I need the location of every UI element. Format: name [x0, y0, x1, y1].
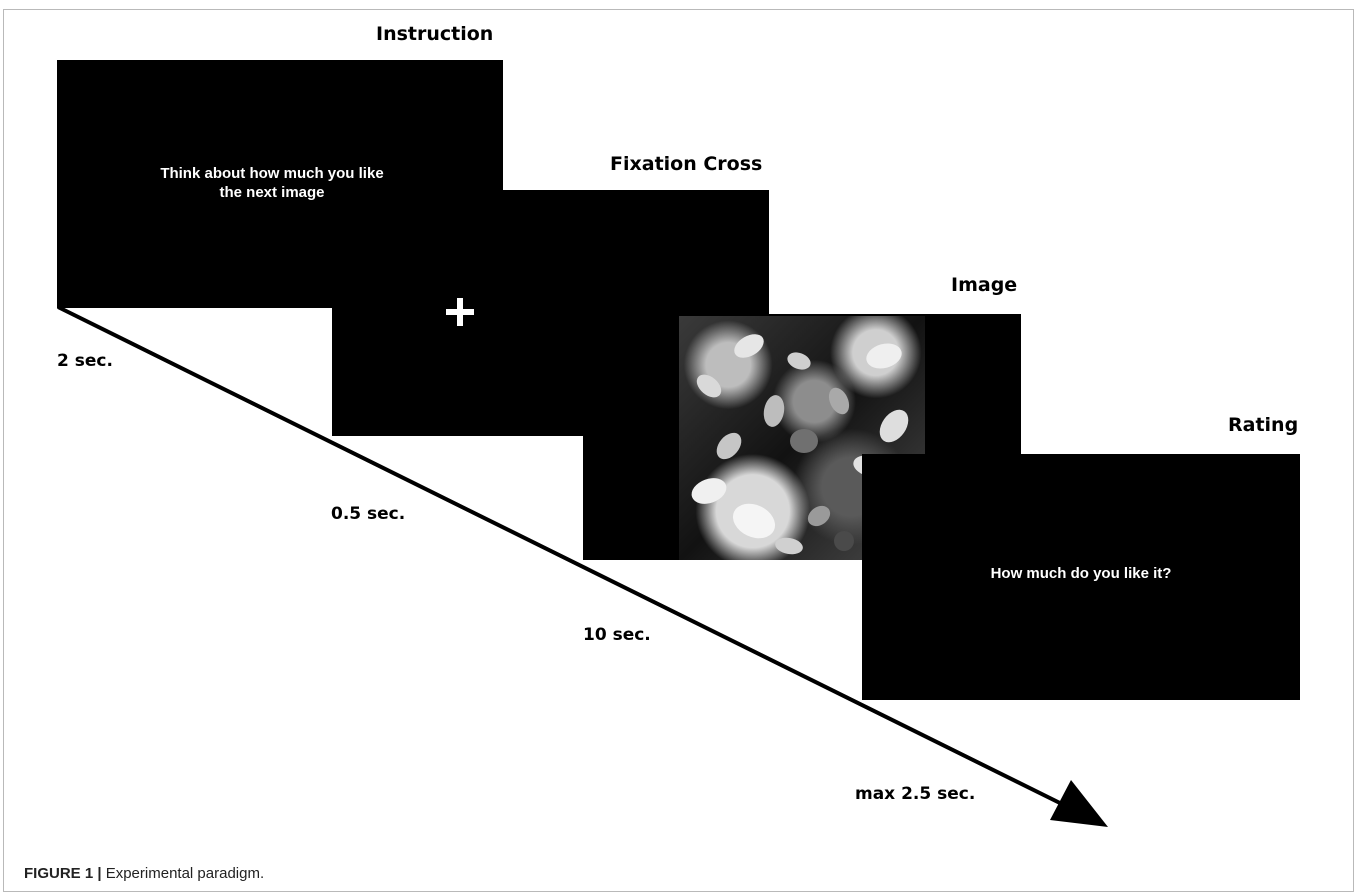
- timeline-line: [57, 305, 1071, 810]
- figure-caption: FIGURE 1 | Experimental paradigm.: [24, 865, 264, 882]
- image-label: Image: [951, 274, 1018, 296]
- instruction-text-line1: Think about how much you like: [160, 165, 384, 182]
- rating-question: How much do you like it?: [990, 565, 1172, 582]
- duration-instruction: 2 sec.: [57, 351, 113, 371]
- caption-text: Experimental paradigm.: [101, 865, 265, 882]
- caption-prefix: FIGURE 1 |: [24, 865, 102, 882]
- duration-image: 10 sec.: [583, 625, 651, 645]
- rating-label: Rating: [1228, 414, 1299, 436]
- figure-frame: [3, 9, 1354, 892]
- instruction-label: Instruction: [376, 23, 494, 45]
- instruction-text: Think about how much you like the next i…: [57, 164, 487, 202]
- duration-rating: max 2.5 sec.: [855, 784, 976, 804]
- fixation-cross-icon: [446, 298, 474, 326]
- fixation-label: Fixation Cross: [610, 153, 763, 175]
- arrowhead-icon: [1050, 780, 1108, 827]
- fixation-screen: [332, 190, 769, 436]
- image-screen: [583, 314, 1021, 560]
- duration-fixation: 0.5 sec.: [331, 504, 406, 524]
- instruction-text-line2: the next image: [219, 184, 325, 201]
- rating-screen: How much do you like it?: [862, 454, 1300, 700]
